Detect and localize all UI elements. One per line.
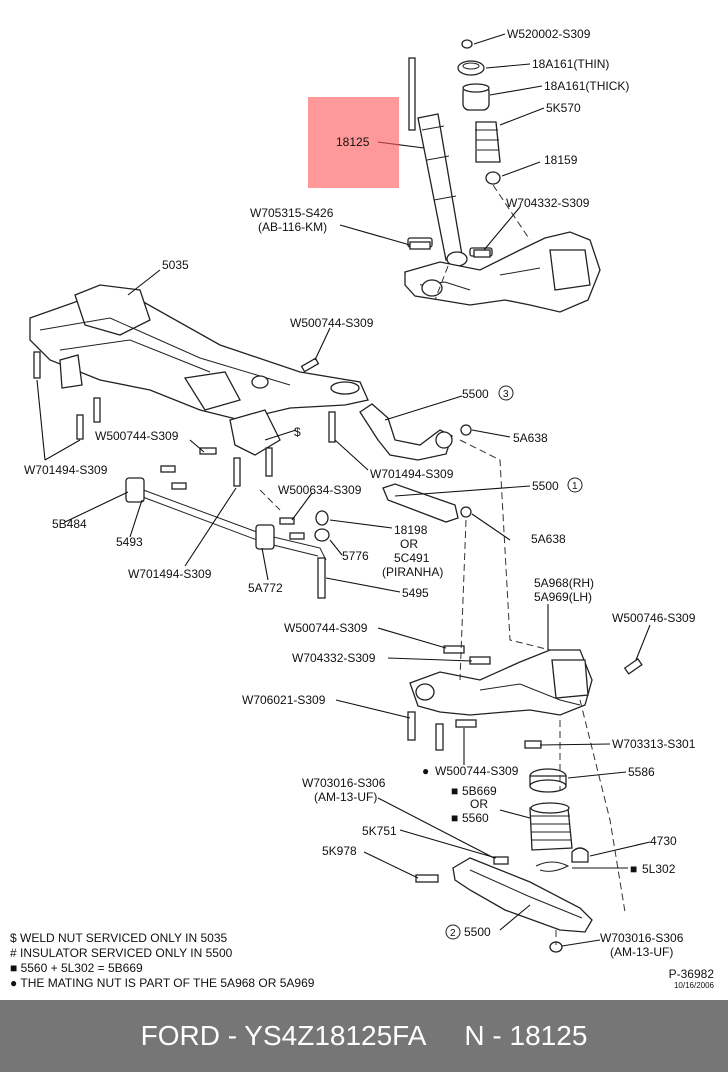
label-5a772: 5A772 bbox=[248, 581, 283, 595]
bolts bbox=[33, 241, 643, 953]
label-5k570: 5K570 bbox=[546, 101, 581, 115]
label-18a161-thick: 18A161(THICK) bbox=[544, 79, 629, 93]
note-spring-kit: ■ 5560 + 5L302 = 5B669 bbox=[10, 961, 143, 975]
label-5a638-a: 5A638 bbox=[513, 431, 548, 445]
label-5k978: 5K978 bbox=[322, 844, 357, 858]
circle-3: 3 bbox=[503, 389, 509, 400]
label-w520002: W520002-S309 bbox=[507, 27, 591, 41]
label-w706021: W706021-S309 bbox=[242, 693, 326, 707]
stabilizer-bar bbox=[125, 477, 330, 561]
label-w500744-c: W500744-S309 bbox=[284, 621, 368, 635]
label-w701494-left: W701494-S309 bbox=[24, 463, 108, 477]
label-5560: 5560 bbox=[462, 811, 489, 825]
label-piranha: (PIRANHA) bbox=[382, 565, 443, 579]
label-w500744-b: W500744-S309 bbox=[95, 429, 179, 443]
highlight-label-layer: 18125 bbox=[336, 135, 370, 149]
footer-bar: FORD - YS4Z18125FA N - 18125 bbox=[0, 1000, 728, 1072]
label-5500-2: 5500 bbox=[464, 925, 491, 939]
label-5500-3: 5500 bbox=[462, 387, 489, 401]
dashed-lines bbox=[259, 184, 626, 945]
label-w500746: W500746-S309 bbox=[612, 611, 696, 625]
label-5493: 5493 bbox=[116, 535, 143, 549]
label-square-2: ■ bbox=[451, 811, 458, 825]
label-5l302: 5L302 bbox=[642, 862, 676, 876]
label-w500634: W500634-S309 bbox=[278, 483, 362, 497]
label-w701494-mid: W701494-S309 bbox=[370, 467, 454, 481]
label-5b669: 5B669 bbox=[462, 784, 497, 798]
label-w703016-b: W703016-S306 bbox=[600, 931, 684, 945]
label-w704332-mid: W704332-S309 bbox=[292, 651, 376, 665]
label-5a969: 5A969(LH) bbox=[534, 590, 592, 604]
circle-2: 2 bbox=[450, 928, 456, 939]
label-5b484: 5B484 bbox=[52, 517, 87, 531]
highlight-box bbox=[308, 97, 399, 188]
label-5035: 5035 bbox=[162, 258, 189, 272]
label-18125: 18125 bbox=[336, 135, 370, 149]
label-w705315: W705315-S426 bbox=[250, 206, 334, 220]
suspension-exploded-diagram: W520002-S309 18A161(THIN) 18A161(THICK) … bbox=[24, 27, 696, 959]
label-dot-bullet: ● bbox=[422, 764, 429, 778]
note-mating-nut: ● THE MATING NUT IS PART OF THE 5A968 OR… bbox=[10, 976, 315, 990]
crossmember-5035 bbox=[29, 284, 369, 456]
shock-absorber-18125 bbox=[408, 57, 468, 267]
label-square-1: ■ bbox=[451, 784, 458, 798]
label-or-2: OR bbox=[470, 797, 488, 811]
label-5495: 5495 bbox=[402, 586, 429, 600]
label-dollar: $ bbox=[294, 425, 301, 439]
label-w703016-a: W703016-S306 bbox=[302, 776, 386, 790]
label-18159: 18159 bbox=[544, 153, 578, 167]
label-or-1: OR bbox=[400, 537, 418, 551]
upper-arm-5500-3 bbox=[359, 403, 472, 461]
label-18a161-thin: 18A161(THIN) bbox=[532, 57, 609, 71]
label-w704332-top: W704332-S309 bbox=[506, 196, 590, 210]
lower-knuckle-5a968 bbox=[409, 649, 593, 716]
label-5500-1: 5500 bbox=[532, 479, 559, 493]
footer-part-number: FORD - YS4Z18125FA bbox=[140, 1020, 427, 1051]
label-18198: 18198 bbox=[394, 523, 428, 537]
label-w500744-a: W500744-S309 bbox=[290, 316, 374, 330]
spring-and-lower-arm bbox=[452, 768, 593, 933]
label-5776: 5776 bbox=[342, 549, 369, 563]
drawing-number: P-36982 bbox=[668, 967, 714, 981]
label-5k751: 5K751 bbox=[362, 824, 397, 838]
label-am13-a: (AM-13-UF) bbox=[314, 790, 377, 804]
label-5a638-b: 5A638 bbox=[531, 532, 566, 546]
callout-labels: W520002-S309 18A161(THIN) 18A161(THICK) … bbox=[24, 27, 696, 959]
label-w500744-d: W500744-S309 bbox=[435, 764, 519, 778]
shock-upper-mount-stack bbox=[457, 39, 501, 185]
note-weld-nut: $ WELD NUT SERVICED ONLY IN 5035 bbox=[10, 931, 228, 945]
legend-notes: $ WELD NUT SERVICED ONLY IN 5035 # INSUL… bbox=[10, 931, 314, 991]
leader-lines bbox=[36, 33, 651, 947]
label-5586: 5586 bbox=[628, 765, 655, 779]
label-w701494-low: W701494-S309 bbox=[128, 567, 212, 581]
footer-reference: N - 18125 bbox=[464, 1020, 588, 1051]
label-ab116: (AB-116-KM) bbox=[258, 220, 327, 234]
drawing-date: 10/16/2006 bbox=[673, 981, 714, 990]
label-5c491: 5C491 bbox=[394, 551, 430, 565]
label-square-3: ■ bbox=[630, 862, 637, 876]
label-4730: 4730 bbox=[650, 834, 677, 848]
label-w703313: W703313-S301 bbox=[612, 737, 696, 751]
lateral-arm-5500-1 bbox=[382, 483, 472, 523]
label-am13-b: (AM-13-UF) bbox=[610, 945, 673, 959]
circle-1: 1 bbox=[572, 481, 578, 492]
label-5a968: 5A968(RH) bbox=[534, 576, 594, 590]
drawing-reference: P-36982 10/16/2006 bbox=[669, 967, 714, 990]
note-insulator: # INSULATOR SERVICED ONLY IN 5500 bbox=[10, 946, 233, 960]
